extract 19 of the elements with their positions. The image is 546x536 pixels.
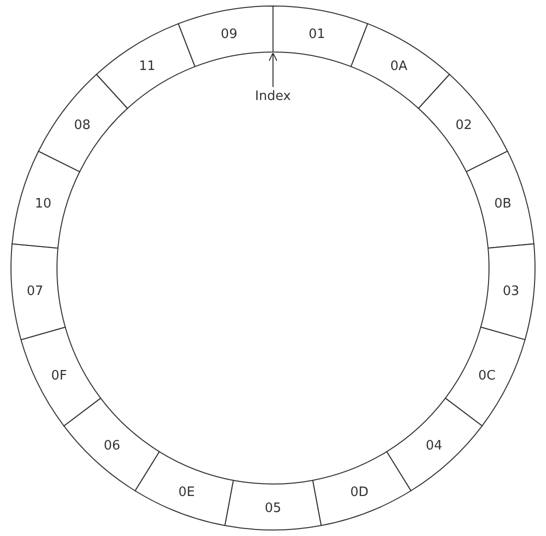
segment-label: 0B <box>494 196 512 212</box>
segment-label: 08 <box>74 118 91 133</box>
segment-label: 07 <box>26 284 44 300</box>
pointer-label: Index <box>255 89 291 104</box>
segment-label: 10 <box>34 196 52 212</box>
segment-label: 04 <box>426 438 442 454</box>
segment-label: 09 <box>220 27 238 42</box>
segment-label: 03 <box>502 284 520 300</box>
segment-label: 11 <box>138 58 156 74</box>
segment-label: 02 <box>455 118 472 133</box>
segment-label: 01 <box>308 27 326 42</box>
arrow <box>268 52 278 88</box>
segment-label: 0A <box>390 58 408 74</box>
segment-label: 06 <box>104 438 120 454</box>
segment-label: 05 <box>264 501 282 516</box>
segment-label: 0D <box>350 484 368 500</box>
segment-label: 0C <box>478 368 496 384</box>
segment-label: 0E <box>178 484 195 500</box>
segment-label: 0F <box>51 368 67 384</box>
